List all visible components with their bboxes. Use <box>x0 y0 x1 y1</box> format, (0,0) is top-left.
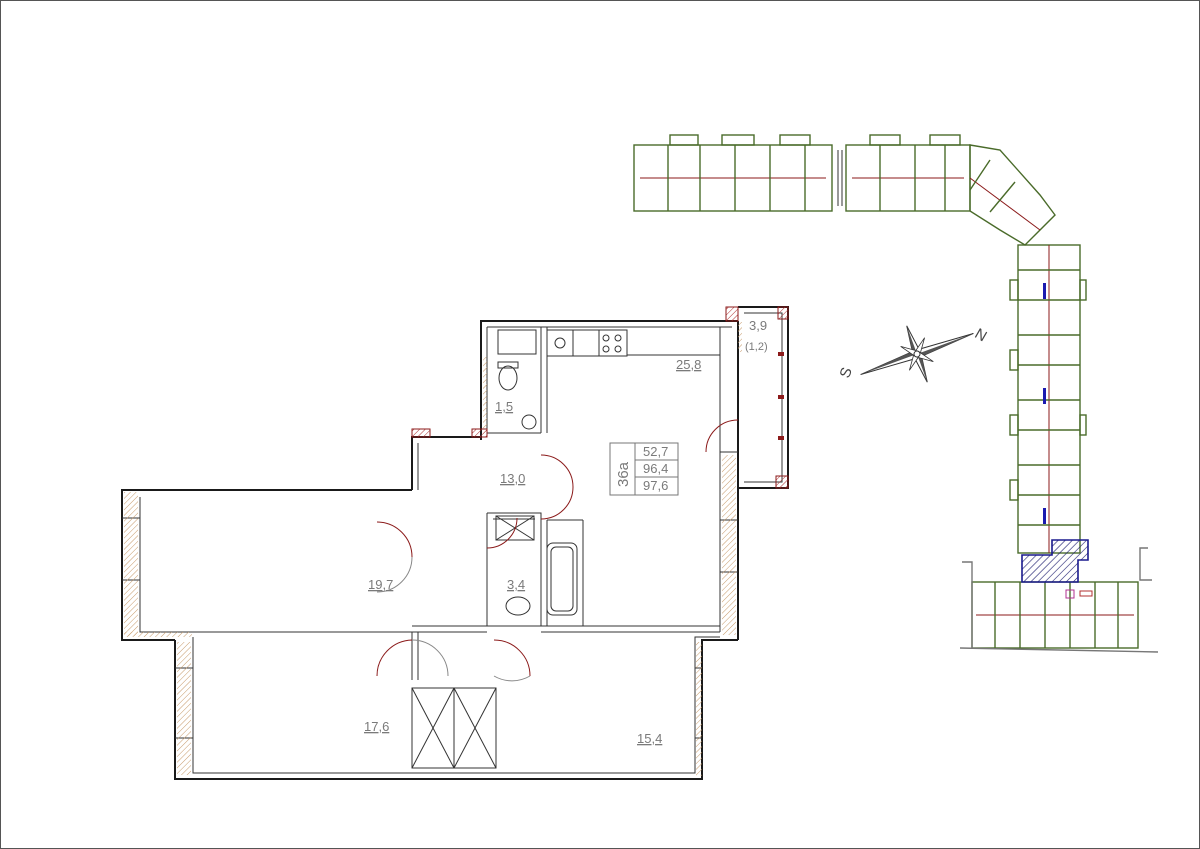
living-area: 52,7 <box>643 444 668 459</box>
kitchen-area: 25,8 <box>676 357 701 372</box>
bedroom-bottom-right-area: 15,4 <box>637 731 662 746</box>
interior-walls <box>122 312 783 774</box>
total-area: 96,4 <box>643 461 668 476</box>
bedroom-left-area: 19,7 <box>368 577 393 592</box>
balcony-coefficient: (1,2) <box>745 341 768 353</box>
apartment-summary: 36а 52,7 96,4 97,6 <box>609 442 679 496</box>
wc-area: 1,5 <box>495 399 513 414</box>
window-marks <box>778 352 784 440</box>
bedroom-bottom-left-area: 17,6 <box>364 719 389 734</box>
total-with-balcony-area: 97,6 <box>643 478 668 493</box>
building-key-plan <box>633 134 1159 653</box>
compass-rose: S N <box>836 325 990 383</box>
exterior-walls <box>121 306 789 780</box>
balcony-area: 3,9 <box>749 318 767 333</box>
compass-north: N <box>972 325 990 345</box>
bathroom-area: 3,4 <box>507 577 525 592</box>
apartment-plan: 25,8 1,5 13,0 3,4 19,7 17,6 15,4 3,9 (1,… <box>121 306 789 780</box>
compass-south: S <box>836 365 855 380</box>
wall-insulation <box>124 322 742 776</box>
red-accents <box>411 306 789 489</box>
door-swings <box>376 419 739 682</box>
hall-area: 13,0 <box>500 471 525 486</box>
apartment-code: 36а <box>615 461 632 487</box>
